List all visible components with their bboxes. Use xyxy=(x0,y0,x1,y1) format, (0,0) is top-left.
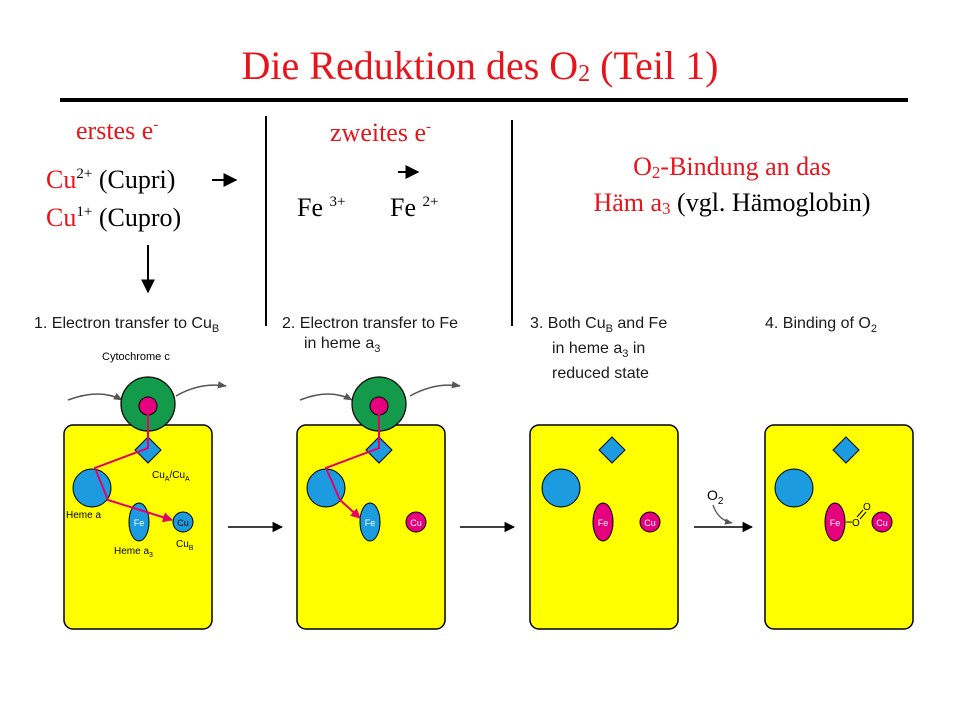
divider-2 xyxy=(511,120,513,326)
fe3-element: Fe xyxy=(297,193,330,222)
step-2-line1: 2. Electron transfer to Fe xyxy=(282,315,459,332)
title-subscript: 2 xyxy=(578,61,591,87)
panel1-cu-label: Cu xyxy=(177,518,189,528)
panel1-out-arrow xyxy=(175,381,227,397)
col3-hemoglobin-note: (vgl. Hämoglobin) xyxy=(670,188,871,217)
panel2-in-arrow xyxy=(299,392,353,401)
step-3-line2-tail: in xyxy=(628,340,646,358)
col2-heading-text: zweites e xyxy=(330,118,427,147)
panel1-cytochrome-label: Cytochrome c xyxy=(102,351,170,363)
col3-line2: Häm a3 (vgl. Hämoglobin) xyxy=(512,188,952,221)
step-3-line1: 3. Both Cu xyxy=(530,315,606,332)
panel2-cua xyxy=(365,436,393,464)
o2-label: O2 xyxy=(707,487,724,507)
panel1-cua-label: CuA/CuA xyxy=(152,470,190,483)
step-3-line3: reduced state xyxy=(552,365,649,383)
panel1-in-arrow xyxy=(67,392,123,401)
fe2-charge: 2+ xyxy=(422,194,439,210)
title-tail: (Teil 1) xyxy=(590,43,719,88)
col2-heading-sup: - xyxy=(426,119,432,135)
step-2-line2-sub: 3 xyxy=(374,343,381,356)
step-3-line1-sub: B xyxy=(605,323,613,336)
panel-1: CuA/CuA Heme a Fe Cu CuB Heme a3 Cytochr… xyxy=(63,351,227,630)
step-1-line1-sub: B xyxy=(211,323,220,336)
panel4-heme-a xyxy=(774,468,814,508)
fe3-charge: 3+ xyxy=(329,194,346,210)
cupro-name: (Cupro) xyxy=(92,203,182,232)
col1-heading-text: erstes e xyxy=(76,116,154,145)
panel3-fe-label: Fe xyxy=(598,518,609,528)
panel2-cu-label: Cu xyxy=(410,518,422,528)
panel2-fe xyxy=(359,502,381,542)
panel2-fe-label: Fe xyxy=(365,518,376,528)
panel4-o-atom-1: O xyxy=(852,518,860,529)
col3-line1: O2-Bindung an das xyxy=(512,152,952,185)
panel3-cua xyxy=(598,436,626,464)
step-1-caption: 1. Electron transfer to CuB xyxy=(34,314,219,339)
panel1-electron-path xyxy=(93,412,173,523)
col3-heme-sub: 3 xyxy=(662,199,671,218)
cupro-element: Cu xyxy=(46,203,77,232)
step-3-line1-tail: and Fe xyxy=(612,315,668,332)
page-title: Die Reduktion des O2 (Teil 1) xyxy=(0,42,960,96)
divider-1 xyxy=(265,116,267,326)
panel3-cub xyxy=(639,511,661,533)
cupro-line: Cu1+ (Cupro) xyxy=(46,203,181,237)
panel1-heme-a xyxy=(72,468,112,508)
col3-heme: Häm a xyxy=(593,188,663,217)
step-4-caption: 4. Binding of O2 xyxy=(765,314,877,339)
panel3-heme-a xyxy=(541,468,581,508)
panel4-cu-label: Cu xyxy=(876,518,888,528)
col3-o: O xyxy=(633,152,652,181)
panel-3: Fe Cu xyxy=(529,424,679,630)
fe2-element: Fe xyxy=(390,193,423,222)
panel2-electron-path xyxy=(324,412,380,519)
panel1-cub xyxy=(172,511,194,533)
panel4-fe-label: Fe xyxy=(830,518,841,528)
panel4-fe xyxy=(824,502,846,542)
panel3-fe xyxy=(592,502,614,542)
step-3-line2-sub: 3 xyxy=(622,348,629,361)
cupri-line: Cu2+ (Cupri) xyxy=(46,165,175,199)
panel1-heme-a3-label: Heme a3 xyxy=(114,546,153,559)
panel1-fe-label: Fe xyxy=(134,518,145,528)
step-4-line1-sub: 2 xyxy=(870,323,877,336)
cupro-charge: 1+ xyxy=(76,204,93,220)
col3-binding-text: -Bindung an das xyxy=(660,152,831,181)
panel1-heme-a-label: Heme a xyxy=(66,510,101,521)
col3-o-sub: 2 xyxy=(651,163,661,182)
panel2-out-arrow xyxy=(409,381,461,397)
panel4-o-atom-2: O xyxy=(863,502,871,513)
panel1-cua xyxy=(134,436,162,464)
panel2-heme-a xyxy=(306,468,346,508)
panel3-cu-label: Cu xyxy=(644,518,656,528)
step-2-caption: 2. Electron transfer to Fe in heme a3 xyxy=(282,314,458,359)
step-2-line2: in heme a xyxy=(304,335,375,352)
panel4-cub xyxy=(871,511,893,533)
panel-4: Fe Cu O O xyxy=(764,424,914,630)
o2-in-arrow xyxy=(712,504,733,525)
fe2-label: Fe 2+ xyxy=(390,193,438,227)
panel1-cub-label: CuB xyxy=(176,539,194,552)
col1-heading-sup: - xyxy=(153,117,159,133)
panel2-cub xyxy=(405,511,427,533)
step-4-line1: 4. Binding of O xyxy=(765,315,871,332)
step-1-line1: 1. Electron transfer to Cu xyxy=(34,315,212,332)
step-3-caption: 3. Both CuB and Fe in heme a3 in reduced… xyxy=(530,314,667,384)
col2-heading: zweites e- xyxy=(330,118,431,152)
fe3-label: Fe 3+ xyxy=(297,193,345,227)
cupri-element: Cu xyxy=(46,165,77,194)
cupri-name: (Cupri) xyxy=(92,165,176,194)
panel1-fe xyxy=(128,502,150,542)
title-main: Die Reduktion des O xyxy=(241,43,579,88)
cupri-charge: 2+ xyxy=(76,166,93,182)
step-3-line2: in heme a xyxy=(552,340,623,358)
title-underline xyxy=(60,98,908,102)
panel4-cua xyxy=(832,436,860,464)
col1-heading: erstes e- xyxy=(76,116,158,150)
panel-2: Fe Cu xyxy=(296,376,461,630)
